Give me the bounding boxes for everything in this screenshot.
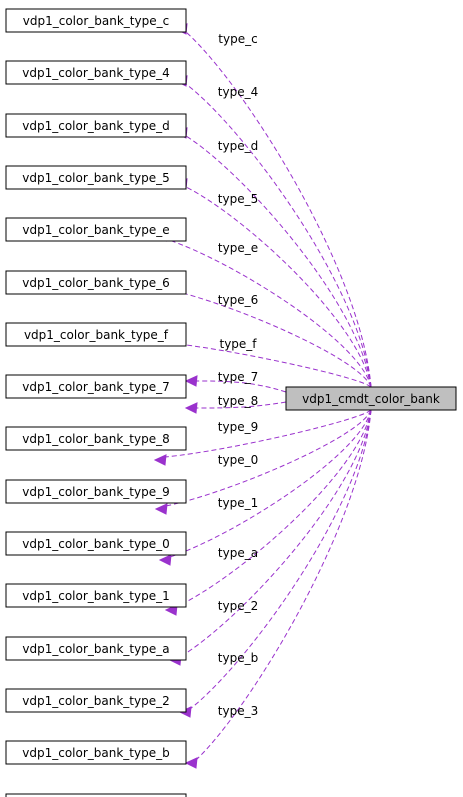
node-box <box>5 374 187 399</box>
edge-type_6 <box>165 288 372 388</box>
node-label: vdp1_color_bank_type_5 <box>22 171 170 185</box>
node-box <box>5 793 187 797</box>
node-box <box>5 426 187 451</box>
edge-type_d <box>185 135 372 388</box>
edge-type_0 <box>165 409 372 507</box>
edge-type_b <box>189 409 372 710</box>
node-label: vdp1_color_bank_type_c <box>23 14 169 28</box>
node-vdp1-color-bank-type-a[interactable]: vdp1_color_bank_type_a <box>5 636 187 661</box>
node-box <box>5 636 187 661</box>
edge-label-type_6: type_6 <box>218 293 258 307</box>
main-node-vdp1-cmdt-color-bank[interactable]: vdp1_cmdt_color_bank <box>285 386 457 411</box>
edge-label-type_5: type_5 <box>218 192 258 206</box>
edge-type_4 <box>185 83 372 388</box>
arrowhead-type_9 <box>153 454 167 466</box>
node-label: vdp1_color_bank_type_6 <box>22 276 170 290</box>
node-vdp1-color-bank-type-6[interactable]: vdp1_color_bank_type_6 <box>5 270 187 295</box>
edge-label-type_a: type_a <box>218 546 258 560</box>
edge-label-type_f: type_f <box>219 337 257 351</box>
arrowhead-type_1 <box>158 554 172 566</box>
edge-label-type_d: type_d <box>218 139 258 153</box>
edge-label-type_e: type_e <box>218 241 258 255</box>
node-vdp1-color-bank-type-0[interactable]: vdp1_color_bank_type_0 <box>5 531 187 556</box>
node-vdp1-color-bank-type-9[interactable]: vdp1_color_bank_type_9 <box>5 479 187 504</box>
edge-type_9 <box>164 409 372 458</box>
node-label: vdp1_color_bank_type_4 <box>22 66 170 80</box>
node-box <box>5 165 187 190</box>
node-label: vdp1_color_bank_type_7 <box>22 380 170 394</box>
edge-label-type_2: type_2 <box>218 599 258 613</box>
edge-type_3 <box>195 409 372 761</box>
node-label: vdp1_color_bank_type_a <box>22 642 169 656</box>
node-vdp1-color-bank-type-1[interactable]: vdp1_color_bank_type_1 <box>5 583 187 608</box>
node-label: vdp1_color_bank_type_2 <box>22 694 170 708</box>
node-vdp1-color-bank-type-2[interactable]: vdp1_color_bank_type_2 <box>5 688 187 713</box>
node-label: vdp1_color_bank_type_8 <box>22 432 170 446</box>
node-label: vdp1_color_bank_type_9 <box>22 485 170 499</box>
node-box <box>5 688 187 713</box>
node-box <box>5 479 187 504</box>
edge-label-type_1: type_1 <box>218 496 258 510</box>
node-label: vdp1_color_bank_type_e <box>22 223 169 237</box>
edge-type_5 <box>185 186 372 388</box>
edge-type_c <box>185 31 372 388</box>
edge-type_e <box>165 238 372 388</box>
node-box <box>5 270 187 295</box>
node-vdp1-color-bank-type-4[interactable]: vdp1_color_bank_type_4 <box>5 60 187 85</box>
node-box <box>5 113 187 138</box>
arrowhead-type_8 <box>184 402 198 414</box>
node-vdp1-color-bank-type-f[interactable]: vdp1_color_bank_type_f <box>5 322 187 347</box>
node-box <box>5 531 187 556</box>
node-label: vdp1_color_bank_type_0 <box>22 537 170 551</box>
edge-label-type_0: type_0 <box>218 453 258 467</box>
main-node-box <box>285 386 457 411</box>
arrowhead-type_3 <box>184 757 198 769</box>
main-node-label: vdp1_cmdt_color_bank <box>302 392 440 406</box>
node-label: vdp1_color_bank_type_1 <box>22 589 170 603</box>
node-label: vdp1_color_bank_type_d <box>22 119 169 133</box>
edge-label-type_9: type_9 <box>218 420 258 434</box>
node-box <box>5 60 187 85</box>
edge-type_7 <box>195 380 287 393</box>
node-vdp1-color-bank-type-7[interactable]: vdp1_color_bank_type_7 <box>5 374 187 399</box>
node-vdp1-color-bank-type-8[interactable]: vdp1_color_bank_type_8 <box>5 426 187 451</box>
node-vdp1-color-bank-type-e[interactable]: vdp1_color_bank_type_e <box>5 217 187 242</box>
edge-label-type_4: type_4 <box>218 85 258 99</box>
node-box <box>5 583 187 608</box>
edge-label-type_3: type_3 <box>218 704 258 718</box>
node-vdp1-color-bank-type-c[interactable]: vdp1_color_bank_type_c <box>5 8 187 33</box>
edge-type_a <box>175 409 372 608</box>
node-label: vdp1_color_bank_type_b <box>22 746 169 760</box>
edge-label-type_c: type_c <box>218 32 257 46</box>
node-vdp1-color-bank-type-b[interactable]: vdp1_color_bank_type_b <box>5 740 187 765</box>
node-vdp1-color-bank-type-d[interactable]: vdp1_color_bank_type_d <box>5 113 187 138</box>
arrowhead-type_7 <box>184 375 198 387</box>
node-vdp1-color-bank-type-3[interactable]: vdp1_color_bank_type_3 <box>5 793 187 797</box>
node-box <box>5 217 187 242</box>
edge-type_1 <box>169 409 372 558</box>
node-box <box>5 740 187 765</box>
edge-label-type_7: type_7 <box>218 370 258 384</box>
edge-type_2 <box>179 409 372 658</box>
node-vdp1-color-bank-type-5[interactable]: vdp1_color_bank_type_5 <box>5 165 187 190</box>
edge-label-type_8: type_8 <box>218 394 258 408</box>
node-box <box>5 322 187 347</box>
edge-type_8 <box>195 401 287 409</box>
arrowhead-type_0 <box>154 503 168 515</box>
edge-type_f <box>159 341 372 388</box>
edge-label-type_b: type_b <box>218 651 258 665</box>
node-label: vdp1_color_bank_type_f <box>24 328 169 342</box>
node-box <box>5 8 187 33</box>
